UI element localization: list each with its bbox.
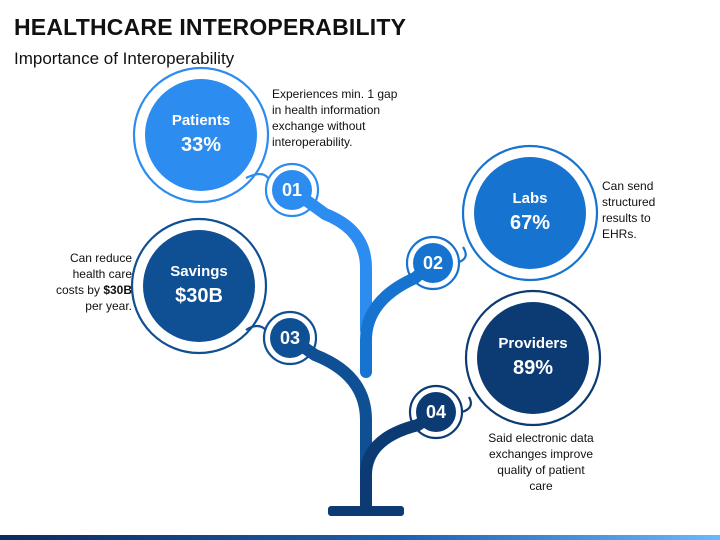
description-savings-pre: Can reduce health care costs by — [55, 251, 132, 297]
description-labs: Can send structured results to EHRs. — [602, 179, 656, 241]
bubble-label: Labs — [512, 190, 548, 207]
number-badge-04: 04 — [416, 392, 456, 432]
number-badge-03: 03 — [270, 318, 310, 358]
bubble-providers: Providers 89% — [477, 302, 589, 414]
description-savings-post: per year. — [85, 299, 132, 313]
bubble-label: Savings — [170, 263, 228, 280]
branch-03 — [284, 332, 372, 486]
description-patients: Experiences min. 1 gap in health informa… — [272, 87, 398, 149]
number-badge-01: 01 — [272, 170, 312, 210]
bubble-value: 33% — [180, 134, 222, 156]
bubble-label: Providers — [498, 335, 568, 352]
description-savings-bold: $30B — [103, 283, 132, 297]
bubble-patients: Patients 33% — [145, 79, 257, 191]
bubble-label: Patients — [171, 112, 231, 129]
description-providers: Said electronic data exchanges improve q… — [488, 431, 594, 493]
number-badge-02: 02 — [413, 243, 453, 283]
page-subtitle: Importance of Interoperability — [14, 49, 235, 68]
bubble-value: 89% — [512, 357, 554, 379]
bubble-labs: Labs 67% — [474, 157, 586, 269]
bubble-value: 67% — [509, 212, 551, 234]
bubble-value: $30B — [175, 285, 223, 307]
branch-01 — [286, 184, 372, 336]
bubble-savings: Savings $30B — [143, 230, 255, 342]
page-title: HEALTHCARE INTEROPERABILITY — [14, 14, 407, 40]
footer-bar — [0, 535, 720, 540]
tree-base — [328, 506, 404, 516]
description-savings: Can reduce health care costs by $30B per… — [52, 250, 132, 314]
